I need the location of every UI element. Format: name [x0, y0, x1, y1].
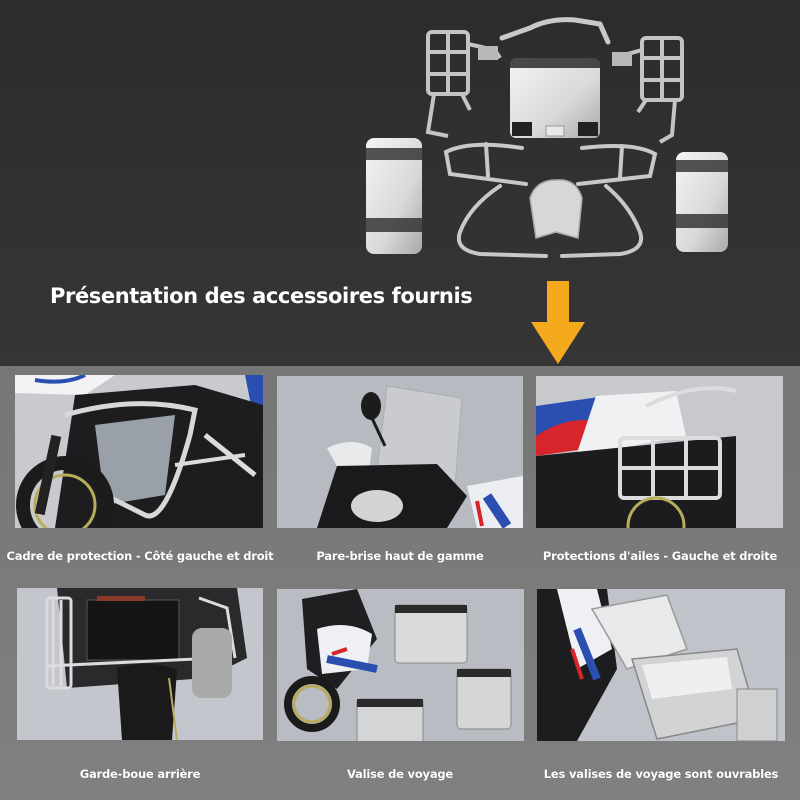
caption-windscreen: Pare-brise haut de gamme — [316, 549, 484, 563]
page-title: Présentation des accessoires fournis — [50, 284, 473, 308]
caption-rear-mudguard: Garde-boue arrière — [79, 767, 201, 781]
windscreen-photo — [277, 376, 523, 528]
caption-open-case: Les valises de voyage sont ouvrables — [543, 767, 779, 781]
arrow-down-icon — [528, 280, 588, 366]
caption-side-rack: Protections d'ailes - Gauche et droite — [542, 549, 778, 563]
caption-crash-bar: Cadre de protection - Côté gauche et dro… — [6, 549, 274, 563]
travel-case-photo — [277, 589, 524, 741]
crash-bar-photo — [15, 375, 263, 528]
side-rack-photo — [536, 376, 783, 528]
rear-mudguard-photo — [17, 588, 263, 740]
open-case-photo — [537, 589, 785, 741]
accessories-image — [350, 0, 800, 280]
caption-travel-case: Valise de voyage — [346, 767, 454, 781]
